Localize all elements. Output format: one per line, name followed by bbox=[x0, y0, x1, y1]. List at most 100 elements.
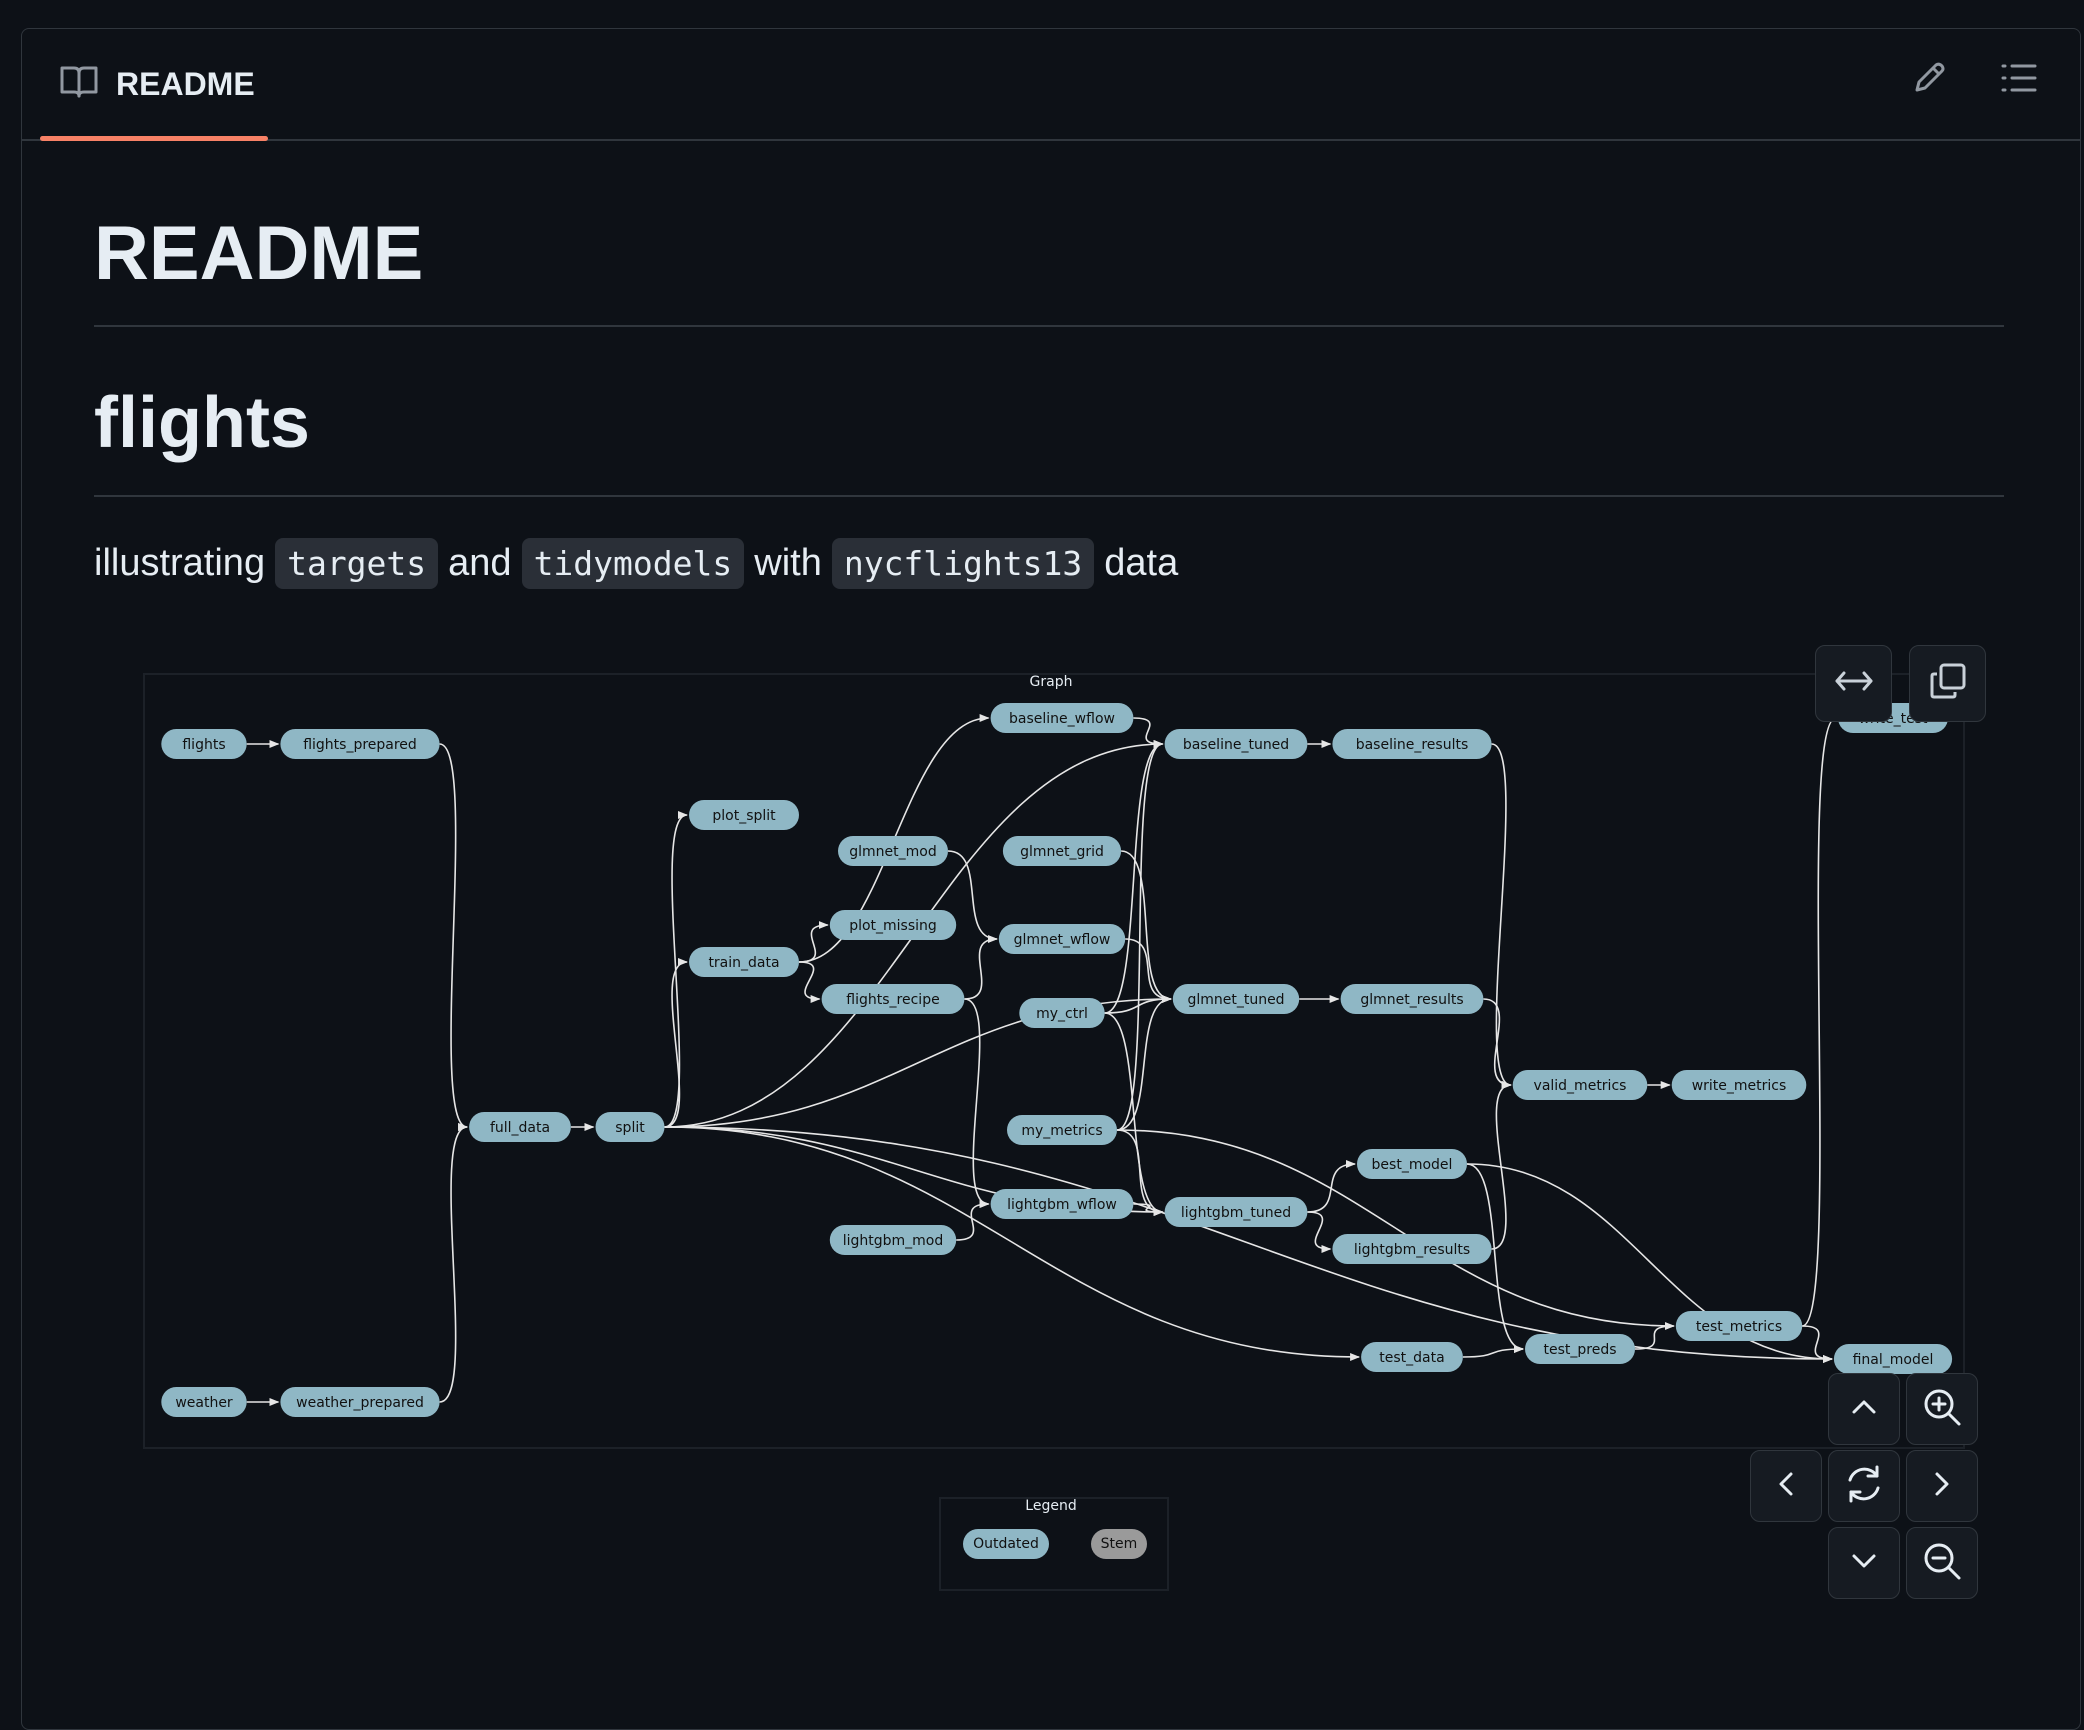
copy-button[interactable] bbox=[1909, 645, 1986, 722]
zoom-out-button[interactable] bbox=[1906, 1527, 1978, 1599]
graph-node-shape bbox=[1525, 1334, 1635, 1364]
edit-file-button[interactable] bbox=[1908, 59, 1950, 101]
graph-node-glmnet-wflow[interactable]: glmnet_wflow bbox=[998, 924, 1126, 954]
graph-node-shape bbox=[1002, 836, 1122, 866]
heading-divider bbox=[94, 325, 2004, 327]
graph-node-shape bbox=[280, 1387, 440, 1417]
graph-node-train-data[interactable]: train_data bbox=[689, 947, 799, 977]
graph-node-label: write_metrics bbox=[1692, 1078, 1787, 1094]
graph-node-glmnet-mod[interactable]: glmnet_mod bbox=[838, 836, 948, 866]
graph-edge bbox=[1133, 717, 1164, 748]
graph-edge bbox=[1466, 1163, 1524, 1353]
graph-node-label: valid_metrics bbox=[1534, 1078, 1627, 1094]
fit-width-button[interactable] bbox=[1815, 645, 1892, 722]
graph-node-label: baseline_results bbox=[1356, 737, 1469, 753]
tab-readme[interactable]: README bbox=[40, 29, 268, 139]
graph-edge bbox=[1307, 1211, 1332, 1253]
graph-node-label: glmnet_mod bbox=[849, 844, 936, 860]
graph-node-glmnet-tuned[interactable]: glmnet_tuned bbox=[1172, 984, 1300, 1014]
graph-node-shape bbox=[1671, 1070, 1807, 1100]
graph-node-shape bbox=[595, 1112, 665, 1142]
graph-node-flights-prepared[interactable]: flights_prepared bbox=[280, 729, 440, 759]
list-icon bbox=[2001, 62, 2037, 99]
graph-edge bbox=[664, 1126, 1361, 1361]
graph-node-shape bbox=[1361, 1342, 1463, 1372]
graph-node-best-model[interactable]: best_model bbox=[1357, 1149, 1467, 1179]
graph-node-weather-prepared[interactable]: weather_prepared bbox=[280, 1387, 440, 1417]
graph-node-lightgbm-tuned[interactable]: lightgbm_tuned bbox=[1164, 1197, 1308, 1227]
graph-node-label: my_ctrl bbox=[1036, 1006, 1088, 1022]
graph-node-shape bbox=[1007, 1115, 1117, 1145]
graph-node-flights-recipe[interactable]: flights_recipe bbox=[821, 984, 965, 1014]
pencil-icon bbox=[1911, 60, 1947, 101]
outline-button[interactable] bbox=[1998, 59, 2040, 101]
graph-edge bbox=[1116, 740, 1164, 1131]
copy-icon bbox=[1929, 662, 1967, 705]
legend-outdated-label: Outdated bbox=[973, 1536, 1039, 1552]
reset-button[interactable] bbox=[1828, 1450, 1900, 1522]
graph-node-test-preds[interactable]: test_preds bbox=[1525, 1334, 1635, 1364]
graph-node-shape bbox=[838, 836, 948, 866]
graph-edge bbox=[964, 935, 998, 1000]
graph-node-test-data[interactable]: test_data bbox=[1361, 1342, 1463, 1372]
graph-node-plot-missing[interactable]: plot_missing bbox=[829, 910, 957, 940]
graph-node-my-ctrl[interactable]: my_ctrl bbox=[1019, 998, 1105, 1028]
graph-node-shape bbox=[1340, 984, 1484, 1014]
pan-left-button[interactable] bbox=[1750, 1450, 1822, 1522]
graph-edge bbox=[1801, 714, 1837, 1327]
graph-edge bbox=[1462, 1345, 1524, 1358]
readme-tabbar: README bbox=[22, 29, 2080, 141]
graph-node-lightgbm-mod[interactable]: lightgbm_mod bbox=[829, 1225, 957, 1255]
graph-node-shape bbox=[829, 910, 957, 940]
chevron-up-icon bbox=[1851, 1399, 1877, 1420]
graph-node-lightgbm-results[interactable]: lightgbm_results bbox=[1332, 1234, 1492, 1264]
graph-node-label: test_metrics bbox=[1696, 1319, 1782, 1335]
zoom-in-button[interactable] bbox=[1906, 1373, 1978, 1445]
graph-node-baseline-results[interactable]: baseline_results bbox=[1332, 729, 1492, 759]
graph-node-my-metrics[interactable]: my_metrics bbox=[1007, 1115, 1117, 1145]
graph-node-lightgbm-wflow[interactable]: lightgbm_wflow bbox=[990, 1189, 1134, 1219]
graph-node-glmnet-grid[interactable]: glmnet_grid bbox=[1002, 836, 1122, 866]
pan-down-button[interactable] bbox=[1828, 1527, 1900, 1599]
flights-heading: flights bbox=[94, 383, 310, 463]
graph-node-label: glmnet_wflow bbox=[1014, 932, 1111, 948]
graph-node-label: flights_recipe bbox=[846, 992, 939, 1008]
pan-right-button[interactable] bbox=[1906, 1450, 1978, 1522]
graph-node-shape bbox=[689, 800, 799, 830]
graph-node-write-metrics[interactable]: write_metrics bbox=[1671, 1070, 1807, 1100]
graph-frame bbox=[143, 673, 1965, 1449]
graph-node-glmnet-results[interactable]: glmnet_results bbox=[1340, 984, 1484, 1014]
graph-edge bbox=[1116, 1129, 1164, 1216]
legend-outdated: Outdated bbox=[963, 1529, 1049, 1559]
graph-edge bbox=[1307, 1160, 1356, 1213]
desc-text-3: with bbox=[754, 542, 822, 584]
graph-node-split[interactable]: split bbox=[595, 1112, 665, 1142]
graph-node-plot-split[interactable]: plot_split bbox=[689, 800, 799, 830]
graph-edge bbox=[956, 1200, 990, 1241]
graph-edge bbox=[1116, 995, 1172, 1131]
graph-node-shape bbox=[1164, 1197, 1308, 1227]
graph-node-shape bbox=[161, 729, 247, 759]
graph-node-baseline-wflow[interactable]: baseline_wflow bbox=[990, 703, 1134, 733]
graph-node-final-model[interactable]: final_model bbox=[1833, 1344, 1953, 1374]
graph-node-test-metrics[interactable]: test_metrics bbox=[1675, 1311, 1803, 1341]
tab-readme-label: README bbox=[116, 65, 255, 102]
graph-node-baseline-tuned[interactable]: baseline_tuned bbox=[1164, 729, 1308, 759]
graph-node-full-data[interactable]: full_data bbox=[469, 1112, 571, 1142]
graph-node-shape bbox=[1833, 1344, 1953, 1374]
graph-node-label: split bbox=[615, 1120, 645, 1136]
graph-node-label: full_data bbox=[490, 1120, 550, 1136]
graph-node-weather[interactable]: weather bbox=[161, 1387, 247, 1417]
graph-node-shape bbox=[1332, 729, 1492, 759]
graph-node-shape bbox=[469, 1112, 571, 1142]
graph-node-valid-metrics[interactable]: valid_metrics bbox=[1512, 1070, 1648, 1100]
book-icon bbox=[60, 65, 98, 104]
graph-edge bbox=[1121, 850, 1172, 1003]
pan-up-button[interactable] bbox=[1828, 1373, 1900, 1445]
graph-edge bbox=[1116, 1129, 1675, 1330]
desc-text-1: illustrating bbox=[94, 542, 266, 584]
graph-node-flights[interactable]: flights bbox=[161, 729, 247, 759]
subheading-divider bbox=[94, 495, 2004, 497]
graph-node-label: lightgbm_tuned bbox=[1181, 1205, 1291, 1221]
